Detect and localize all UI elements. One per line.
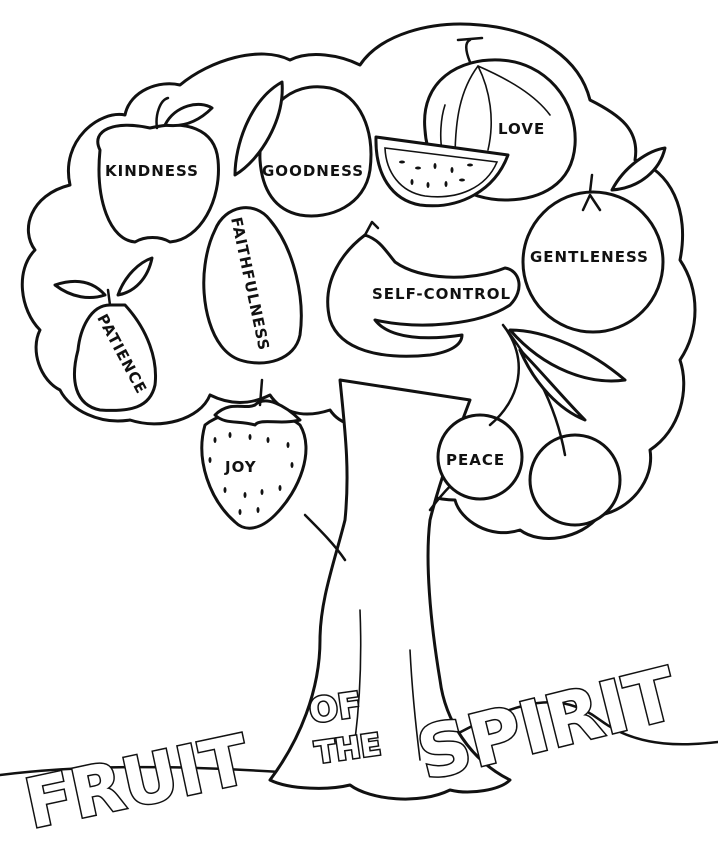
mango-leaf: [233, 80, 284, 177]
papaya-fruit: [202, 206, 303, 365]
pear-leaf-right: [116, 256, 154, 297]
watermelon-slice: [374, 135, 510, 208]
orange-stem: [581, 173, 602, 212]
apple-leaf: [163, 102, 214, 128]
pear-stem: [106, 288, 112, 307]
label-self-control: SELF-CONTROL: [372, 285, 512, 303]
watermelon-stripes: [439, 65, 551, 161]
banana-fruit: [326, 233, 521, 358]
strawberry-seeds: [208, 432, 294, 515]
orange-fruit: [521, 190, 665, 334]
svg-text:FRUIT: FRUIT: [18, 721, 256, 845]
tree-trunk: [268, 378, 512, 801]
orange-leaf: [610, 146, 667, 192]
label-goodness: GOODNESS: [262, 162, 364, 180]
branch-left: [303, 513, 347, 562]
mango-fruit: [258, 85, 373, 218]
apple-stem: [155, 96, 170, 130]
cherry-right: [528, 433, 622, 527]
watermelon-rind: [384, 147, 499, 198]
apple-fruit: [96, 123, 220, 244]
title-spirit: SPIRIT: [408, 650, 686, 798]
strawberry-leaves: [213, 399, 302, 427]
svg-text:SPIRIT: SPIRIT: [409, 651, 684, 796]
watermelon-seeds: [399, 160, 473, 188]
cherry-leaf-bottom: [518, 348, 587, 422]
bark-lines: [354, 609, 421, 761]
cherry-left: [436, 413, 524, 501]
banana-tip: [363, 220, 380, 237]
label-peace: PEACE: [446, 451, 506, 469]
label-gentleness: GENTLENESS: [530, 248, 649, 266]
strawberry-stem: [258, 378, 264, 407]
label-kindness: KINDNESS: [105, 162, 199, 180]
watermelon-stem: [456, 36, 484, 64]
pear-fruit: [73, 303, 158, 412]
title-fruit: FRUIT: [17, 719, 258, 846]
label-joy: JOY: [225, 458, 257, 476]
pear-leaf-left: [53, 279, 107, 299]
title-of: OF: [305, 683, 365, 733]
cherry-leaf-top: [508, 328, 627, 383]
svg-text:OF: OF: [307, 685, 364, 732]
label-love: LOVE: [498, 120, 546, 138]
